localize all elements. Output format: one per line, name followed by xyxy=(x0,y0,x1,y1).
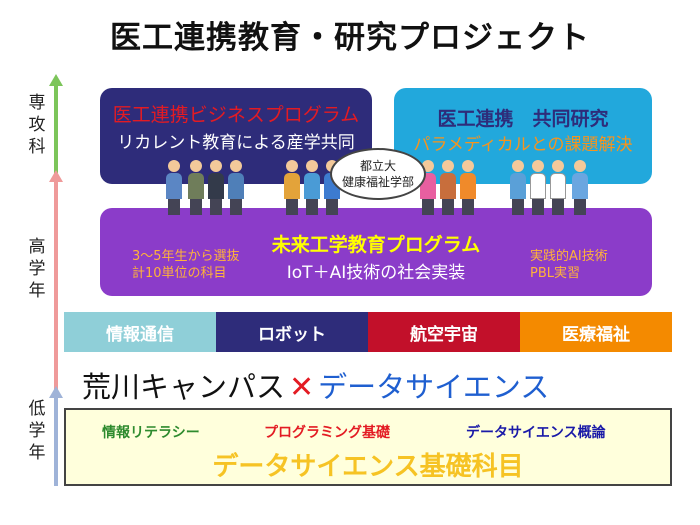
future-program-subtitle: IoT＋AI技術の社会実装 xyxy=(286,263,466,283)
person-icon xyxy=(572,160,588,215)
field-aerospace: 航空宇宙 xyxy=(368,312,520,352)
person-icon xyxy=(228,160,244,215)
axis-segment-bottom xyxy=(54,394,58,486)
person-icon xyxy=(460,160,476,215)
business-program-subtitle: リカレント教育による産学共同 xyxy=(117,133,355,153)
university-faculty: 健康福祉学部 xyxy=(341,175,414,189)
field-robotics: ロボット xyxy=(216,312,368,352)
person-icon xyxy=(284,160,300,215)
business-program-title: 医工連携ビジネスプログラム xyxy=(112,104,360,126)
basic-item-literacy: 情報リテラシー xyxy=(102,425,200,441)
arrow-up-icon xyxy=(49,74,63,86)
person-icon xyxy=(208,160,224,215)
level-label-top: 専攻科 xyxy=(28,93,46,157)
field-bar: 情報通信 ロボット 航空宇宙 医療福祉 xyxy=(64,312,672,352)
arrow-up-icon xyxy=(49,170,63,182)
level-label-bottom: 低学年 xyxy=(28,399,46,463)
person-icon xyxy=(304,160,320,215)
person-icon xyxy=(550,160,566,215)
campus-name: 荒川キャンパス xyxy=(82,370,286,404)
future-program-title: 未来工学教育プログラム xyxy=(271,234,481,256)
joint-research-title: 医工連携 共同研究 xyxy=(437,108,609,130)
cross-icon: ✕ xyxy=(289,370,315,405)
person-icon xyxy=(188,160,204,215)
basic-item-programming: プログラミング基礎 xyxy=(264,425,390,441)
field-ict: 情報通信 xyxy=(64,312,216,352)
future-left-notes: 3～5年生から選抜 計10単位の科目 xyxy=(132,248,240,282)
future-right-note: 実践的AI技術 xyxy=(530,249,608,264)
university-name: 都立大 xyxy=(359,159,396,173)
axis-segment-middle xyxy=(54,178,58,394)
axis-segment-top xyxy=(54,82,58,178)
data-science-label: データサイエンス xyxy=(318,370,550,404)
person-icon xyxy=(510,160,526,215)
basic-item-ds-intro: データサイエンス概論 xyxy=(466,425,606,441)
field-medical-welfare: 医療福祉 xyxy=(520,312,672,352)
future-left-note: 計10単位の科目 xyxy=(132,266,227,281)
joint-research-box: 医工連携 共同研究 パラメディカルとの課題解決 xyxy=(394,88,652,184)
future-engineering-box: 未来工学教育プログラム IoT＋AI技術の社会実装 3～5年生から選抜 計10単… xyxy=(100,208,652,296)
level-label-middle: 高学年 xyxy=(28,237,46,301)
joint-research-subtitle: パラメディカルとの課題解決 xyxy=(413,135,633,155)
future-right-note: PBL実習 xyxy=(530,266,581,281)
future-left-note: 3～5年生から選抜 xyxy=(132,249,240,264)
arrow-up-icon xyxy=(49,386,63,398)
page-title: 医工連携教育・研究プロジェクト xyxy=(110,20,590,56)
basic-subjects-box: 情報リテラシー プログラミング基礎 データサイエンス概論 データサイエンス基礎科… xyxy=(64,408,672,486)
future-right-notes: 実践的AI技術 PBL実習 xyxy=(530,248,608,282)
person-icon xyxy=(440,160,456,215)
person-icon xyxy=(166,160,182,215)
person-icon xyxy=(530,160,546,215)
basic-subjects-title: データサイエンス基礎科目 xyxy=(212,452,524,482)
university-bubble: 都立大 健康福祉学部 xyxy=(330,148,426,200)
campus-headline: 荒川キャンパス✕データサイエンス xyxy=(82,364,682,405)
